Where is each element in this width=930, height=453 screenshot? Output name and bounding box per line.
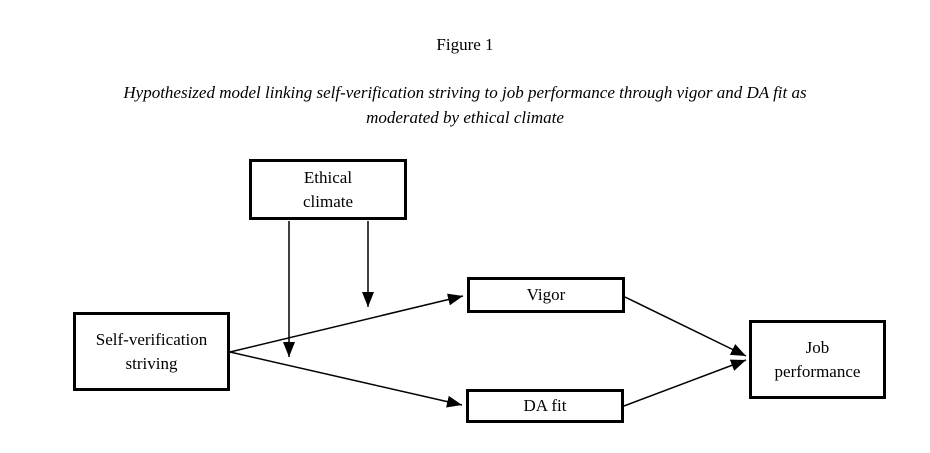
node-job-performance: Job performance: [749, 320, 886, 399]
arrow-svs-to-vigor: [229, 293, 464, 353]
figure-caption: Hypothesized model linking self-verifica…: [0, 80, 930, 130]
node-self-verification-striving: Self-verification striving: [73, 312, 230, 391]
node-vigor: Vigor: [467, 277, 625, 313]
node-da-fit: DA fit: [466, 389, 624, 423]
node-ethical-climate: Ethical climate: [249, 159, 407, 220]
node-job-performance-label: Job performance: [774, 337, 861, 381]
figure-caption-line-1: Hypothesized model linking self-verifica…: [123, 83, 807, 102]
arrow-da-fit-to-job-performance: [623, 359, 747, 407]
figure-title: Figure 1: [436, 35, 494, 54]
arrow-svs-to-da-fit: [229, 351, 463, 408]
node-ethical-climate-label: Ethical climate: [302, 167, 354, 211]
arrow-vigor-to-job-performance: [624, 296, 747, 357]
figure-caption-line-2: moderated by ethical climate: [366, 108, 564, 127]
node-vigor-label: Vigor: [526, 285, 566, 304]
node-self-verification-striving-label: Self-verification striving: [95, 329, 208, 373]
node-da-fit-label: DA fit: [523, 396, 567, 415]
